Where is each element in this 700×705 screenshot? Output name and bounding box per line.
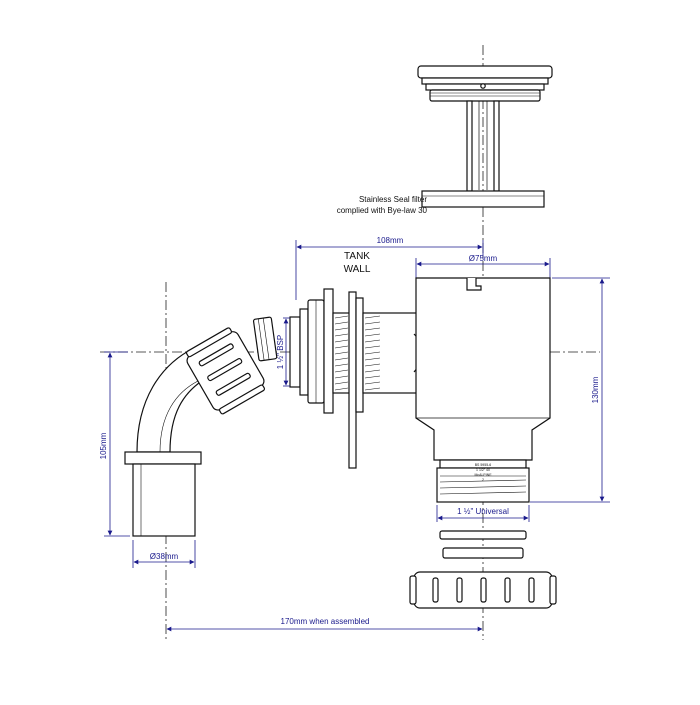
- filter-pin: [480, 83, 486, 89]
- housing: [415, 277, 551, 503]
- cone-washer: [442, 547, 524, 559]
- tank-wall-label-line1: TANK: [344, 251, 370, 262]
- dim-130-label: 130mm: [591, 376, 600, 403]
- dim-105-label: 105mm: [99, 432, 108, 459]
- dim-38-label: Ø38mm: [150, 552, 179, 561]
- housing-notch: [466, 278, 482, 291]
- socket-text-line3: McALPINE: [474, 473, 492, 477]
- filter-assembly: [417, 65, 553, 208]
- dim-38-lines: [132, 540, 196, 568]
- dim-75-label: Ø75mm: [469, 254, 498, 263]
- filter-cap-ring: [421, 77, 549, 85]
- dim-universal-label: 1 ½" Universal: [457, 507, 509, 516]
- housing-body: [415, 277, 551, 461]
- washer-right: [355, 297, 364, 413]
- dim-130-lines: [530, 277, 610, 503]
- socket-text-line1: BS 5955-6: [475, 463, 492, 467]
- filter-stem-right: [493, 100, 500, 192]
- elbow-union-nut: [185, 327, 266, 415]
- dim-170-label: 170mm when assembled: [281, 617, 370, 626]
- filter-plate: [421, 190, 545, 208]
- dim-bsp-label: 1 ½" BSP: [276, 335, 285, 369]
- elbow-spigot: [132, 463, 196, 537]
- filter-cap: [417, 65, 553, 79]
- socket-text-line2: 1 1/2" 40: [476, 468, 490, 472]
- elbow-collar: [124, 451, 202, 465]
- elbow-bend: [124, 316, 278, 537]
- elbow-thread-tail: [252, 316, 278, 362]
- washer-left: [323, 288, 334, 414]
- seal-ring: [439, 530, 527, 540]
- dim-108-label: 108mm: [377, 236, 404, 245]
- bsp-end-cap: [289, 316, 301, 388]
- tank-wall-label-line2: WALL: [344, 264, 371, 275]
- dim-universal-lines: [436, 505, 530, 522]
- universal-socket: [436, 467, 530, 503]
- dim-bsp-lines: [283, 317, 290, 387]
- dim-108-lines: [295, 240, 484, 300]
- socket-text-line4: 2: [482, 478, 484, 482]
- tank-wall-panel: [348, 291, 357, 469]
- dim-105-lines: [104, 351, 130, 537]
- flange-plate: [299, 308, 309, 396]
- lower-components: [409, 530, 557, 609]
- filter-label-line2: complied with Bye-law 30: [337, 206, 428, 215]
- filter-cap-base: [429, 89, 541, 102]
- tank-connector: [289, 288, 424, 469]
- filter-stem-left: [466, 100, 473, 192]
- filter-label-line1: Stainless Seal filter: [359, 195, 427, 204]
